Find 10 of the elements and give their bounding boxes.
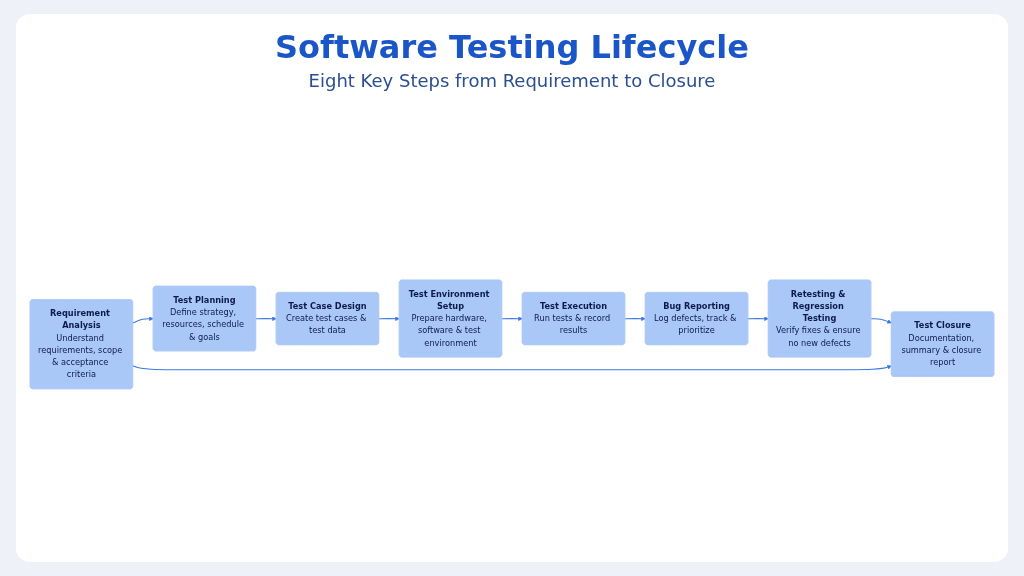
arrow bbox=[255, 316, 277, 321]
arrow bbox=[378, 316, 400, 321]
title: Software Testing Lifecycle bbox=[274, 28, 750, 66]
arrow bbox=[132, 364, 892, 370]
arrow bbox=[747, 316, 769, 321]
arrow bbox=[501, 316, 523, 321]
arrow bbox=[870, 317, 892, 324]
arrow bbox=[624, 316, 646, 321]
arrow bbox=[132, 316, 154, 324]
subtitle: Eight Key Steps from Requirement to Closure bbox=[307, 70, 717, 91]
